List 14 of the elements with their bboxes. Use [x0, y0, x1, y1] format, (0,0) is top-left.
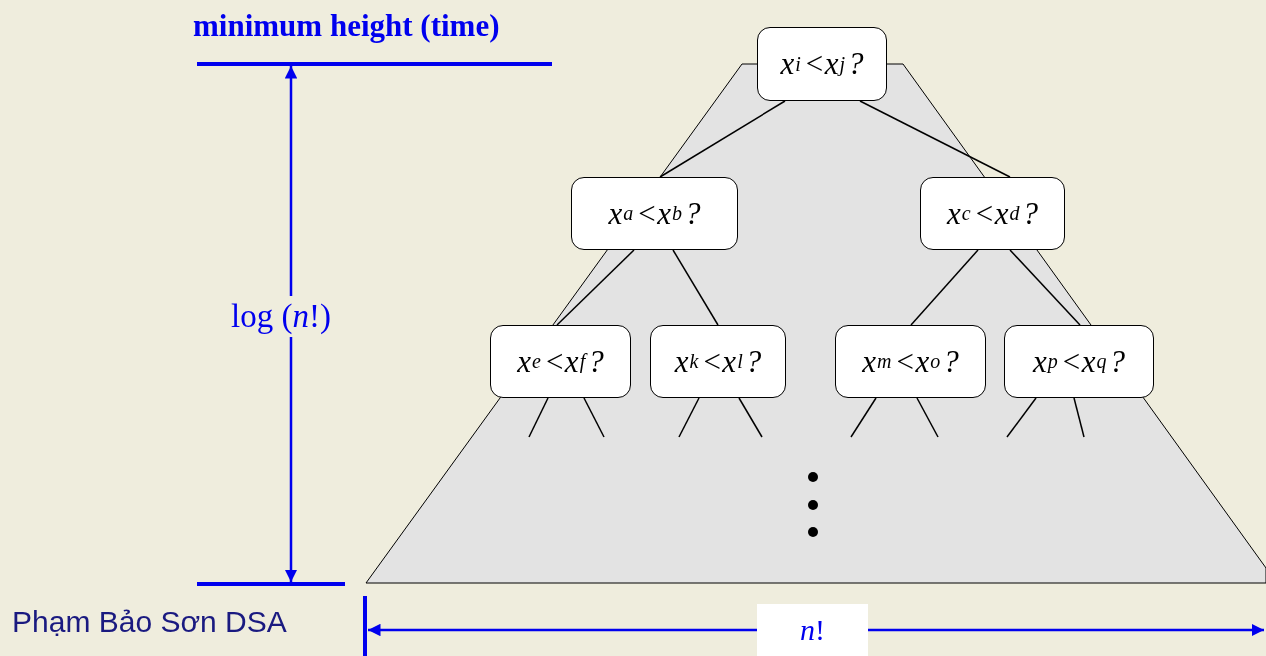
branch-stub	[528, 397, 549, 438]
branch-stub	[678, 397, 700, 438]
tree-branch	[672, 249, 719, 326]
branch-stub	[1073, 397, 1085, 438]
tree-branch	[859, 100, 1011, 178]
tree-branch	[910, 249, 979, 326]
branch-stub	[738, 397, 763, 438]
dimension-label: n!	[757, 604, 868, 656]
dimension-label: minimum height (time)	[193, 8, 500, 44]
branch-stub	[1006, 397, 1037, 438]
branch-stub	[850, 397, 877, 438]
author-credit: Phạm Bảo Sơn DSA	[12, 605, 287, 639]
branch-stub	[583, 397, 605, 438]
branch-stub	[916, 397, 939, 438]
